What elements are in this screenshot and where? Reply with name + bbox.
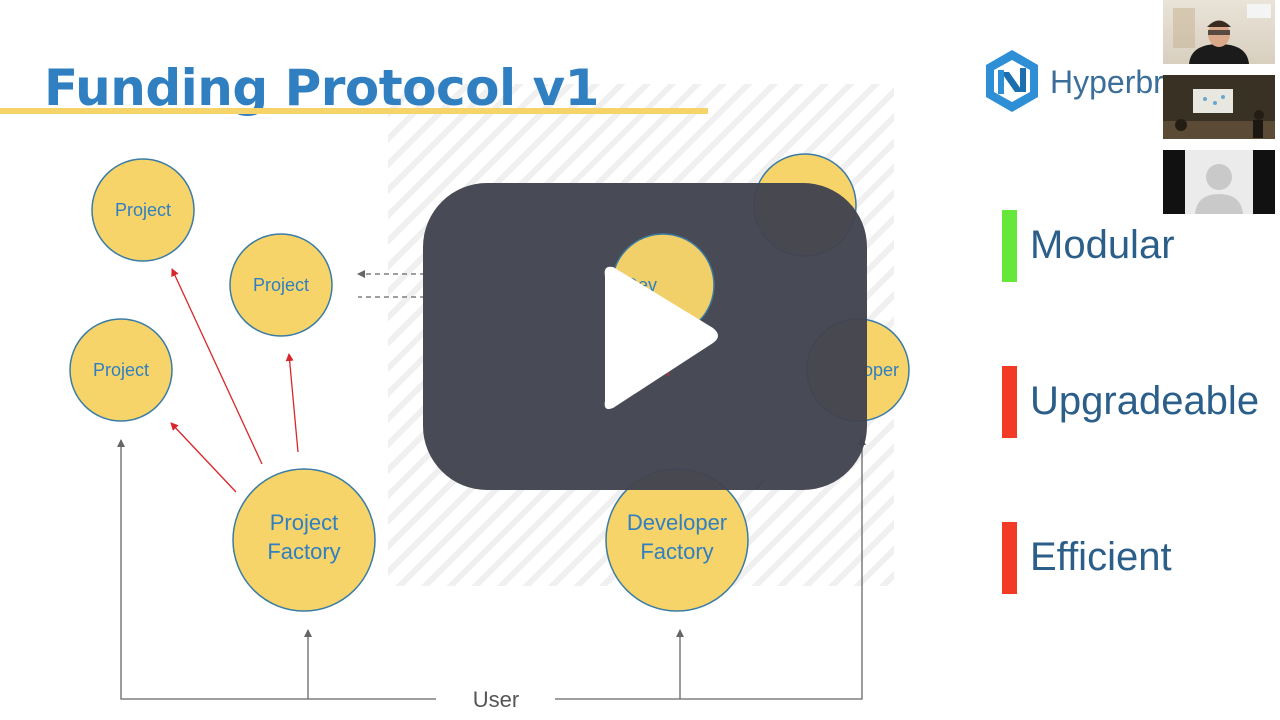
property-upgradeable: Upgradeable [1002,366,1272,438]
property-label: Upgradeable [1030,379,1260,423]
hyperbridge-logo-icon [986,50,1038,112]
arrow-factory-to-project-3 [170,422,237,493]
node-label: Project [93,360,149,380]
meeting-room-icon [1163,75,1275,139]
participant-video-1[interactable] [1163,0,1275,64]
title-underline [0,108,708,114]
property-modular: Modular [1002,210,1272,282]
property-label: Efficient [1030,535,1172,579]
slide-title: Funding Protocol v1 [44,59,599,117]
status-bar-green [1002,210,1017,282]
participant-video-2[interactable] [1163,75,1275,139]
project-node-3: Project [69,318,173,422]
node-label: Project [253,275,309,295]
property-label: Modular [1030,223,1175,267]
property-efficient: Efficient [1002,522,1272,594]
user-line-right [555,437,866,700]
project-node-1: Project [91,158,195,262]
participant-person-icon [1173,4,1271,64]
project-factory-node: Project Factory [232,468,376,612]
factory-label-line2: Factory [267,539,340,564]
node-label: oper [863,360,899,380]
user-label: User [473,687,519,712]
factory-label-line1: Developer [627,510,727,535]
project-node-2: Project [229,233,333,337]
status-bar-red [1002,522,1017,594]
user-line-left [117,439,436,700]
factory-label-line2: Factory [640,539,713,564]
arrow-factory-to-project-1 [171,268,263,465]
hyperbridge-logo: Hyperbri [984,48,1164,118]
node-label: Project [115,200,171,220]
logo-text: Hyperbri [1050,64,1164,100]
developer-factory-node: Developer Factory [605,468,749,612]
video-play-button[interactable]: Dev [423,183,867,490]
participant-video-3[interactable] [1163,150,1275,214]
play-icon: Dev [604,233,718,410]
avatar-placeholder-icon [1185,150,1253,214]
arrow-factory-to-project-2 [285,353,299,453]
status-bar-red [1002,366,1017,438]
factory-label-line1: Project [270,510,338,535]
